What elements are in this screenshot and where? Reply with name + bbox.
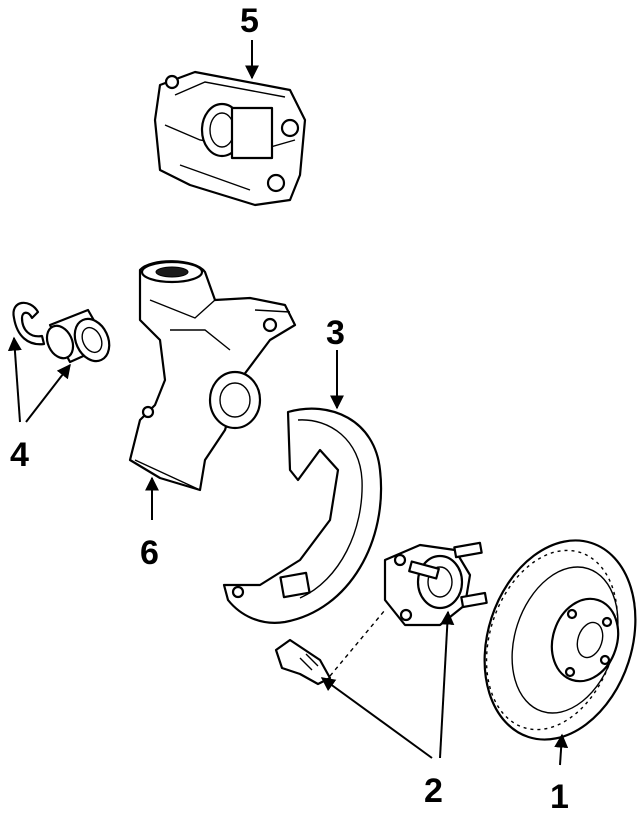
- callout-5: 5: [240, 2, 259, 40]
- callout-2: 2: [424, 772, 443, 810]
- callout-1: 1: [550, 778, 569, 815]
- brake-rotor: [483, 539, 637, 741]
- splash-shield: [222, 407, 383, 624]
- callout-labels: 5 3 4 6 2 1: [10, 2, 569, 815]
- leader-lines: [7, 40, 569, 766]
- brake-caliper: [153, 70, 307, 207]
- callout-4: 4: [10, 436, 29, 474]
- callout-3: 3: [326, 314, 345, 352]
- steering-knuckle: [128, 260, 297, 492]
- snap-ring-and-bearing: [12, 301, 111, 364]
- callout-6: 6: [140, 534, 159, 572]
